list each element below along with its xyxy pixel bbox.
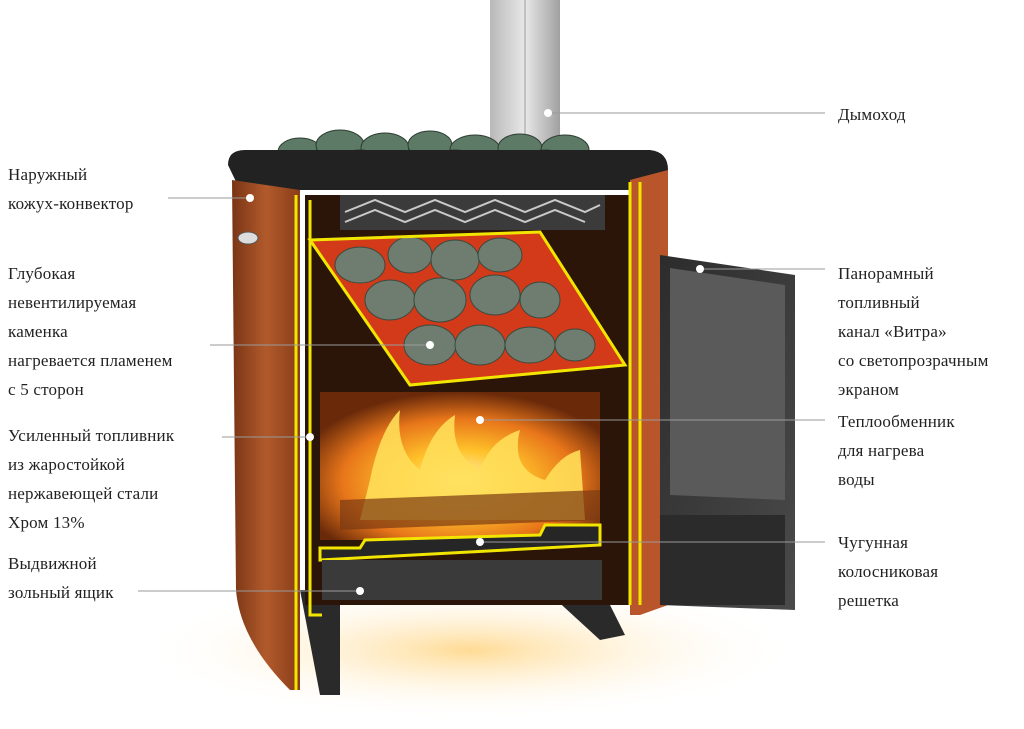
label-chimney: Дымоход <box>838 105 906 124</box>
logo-badge <box>237 231 259 245</box>
label-fuel-channel: Панорамный топливный канал «Витра» со св… <box>838 264 989 399</box>
wood-logs <box>340 490 600 530</box>
top-rim <box>228 150 668 190</box>
label-firebox: Усиленный топливник из жаростойкой нержа… <box>8 426 175 532</box>
leader-dots <box>246 109 704 595</box>
label-outer-casing: Наружный кожух-конвектор <box>8 165 134 213</box>
firebox-outline <box>294 182 642 690</box>
leader-lines <box>138 112 825 592</box>
flames <box>360 410 585 520</box>
label-heat-exchanger: Теплообменник для нагрева воды <box>838 412 955 489</box>
ash-box <box>322 560 602 600</box>
label-heater: Глубокая невентилируемая каменка нагрева… <box>8 264 173 399</box>
label-ash-box: Выдвижной зольный ящик <box>8 554 114 602</box>
heater-stones <box>334 236 596 366</box>
outer-casing <box>232 180 300 690</box>
label-grate: Чугунная колосниковая решетка <box>838 533 939 610</box>
grate-plate <box>318 523 602 562</box>
